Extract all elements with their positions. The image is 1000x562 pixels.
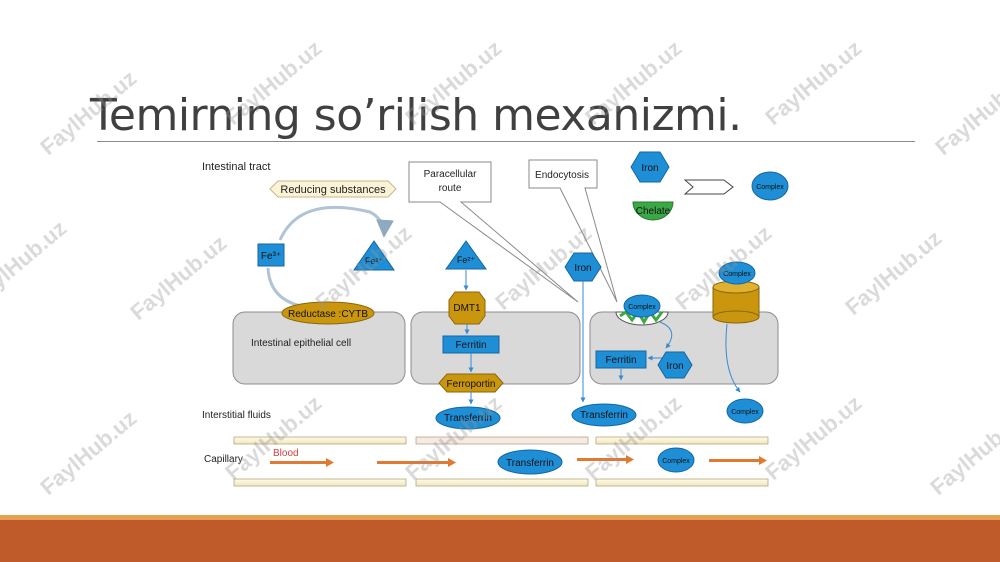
blood-label: Blood bbox=[273, 448, 299, 459]
intestinal-tract-label: Intestinal tract bbox=[202, 161, 270, 173]
dmt1-octagon bbox=[448, 291, 486, 325]
fe2-left-triangle bbox=[353, 240, 395, 271]
transporter-cylinder-bottom bbox=[712, 310, 760, 324]
capillary-label: Capillary bbox=[204, 454, 243, 465]
endocytosis-label: Endocytosis bbox=[535, 170, 589, 181]
complex-interstitial-label: Complex bbox=[731, 409, 759, 416]
fe2-mid-label: Fe²⁺ bbox=[457, 255, 476, 265]
iron-right-label: Iron bbox=[666, 361, 683, 372]
epithelial-cell-label: Intestinal epithelial cell bbox=[251, 338, 351, 349]
ferroportin-shape bbox=[438, 373, 504, 393]
complex-membrane-label: Complex bbox=[628, 304, 656, 311]
ferritin-right-label: Ferritin bbox=[605, 355, 636, 366]
capillary-band-top-2 bbox=[415, 436, 589, 445]
reductase-ellipse bbox=[281, 301, 375, 325]
reducing-substances-box bbox=[269, 180, 397, 198]
interstitial-label: Interstitial fluids bbox=[202, 410, 271, 421]
blood-arrow-3 bbox=[577, 455, 634, 464]
slide-title: Temirning so’rilish mexanizmi. bbox=[90, 90, 742, 141]
title-underline bbox=[97, 141, 915, 142]
transferrin-cap-ellipse bbox=[497, 449, 563, 475]
iron-right-hexagon bbox=[657, 351, 693, 379]
transferrin-para-label: Transferrin bbox=[580, 410, 628, 421]
transferrin-mid-label: Transferrin bbox=[444, 413, 492, 424]
capillary-band-bottom-2 bbox=[415, 478, 589, 487]
transferrin-para-ellipse bbox=[571, 403, 637, 427]
ferroportin-label: Ferroportin bbox=[447, 379, 496, 390]
endocytosis-callout bbox=[528, 159, 618, 303]
dmt1-label: DMT1 bbox=[453, 303, 481, 314]
fe2-mid-triangle bbox=[445, 240, 487, 270]
complex-cylinder-label: Complex bbox=[723, 271, 751, 278]
chelate-shape bbox=[632, 201, 674, 221]
ferritin-right-box bbox=[595, 350, 647, 369]
complex-membrane-ellipse bbox=[623, 294, 661, 318]
fe3-box bbox=[257, 243, 285, 267]
iron-top-hexagon bbox=[630, 151, 670, 183]
complex-interstitial-ellipse bbox=[726, 398, 764, 424]
reducing-substances-label: Reducing substances bbox=[280, 184, 386, 196]
reduction-arrow-top bbox=[278, 205, 394, 241]
complex-cylinder-ellipse bbox=[718, 261, 756, 285]
complex-cap-ellipse bbox=[657, 447, 695, 473]
fe2-left-label: Fe²⁺ bbox=[365, 256, 384, 266]
capillary-band-bottom-1 bbox=[233, 478, 407, 487]
capillary-band-top-1 bbox=[233, 436, 407, 445]
blood-arrow-4 bbox=[709, 456, 767, 465]
reaction-arrow bbox=[683, 179, 734, 195]
complex-top-ellipse bbox=[751, 171, 789, 201]
fe3-label: Fe³⁺ bbox=[261, 251, 281, 262]
transferrin-cap-label: Transferrin bbox=[506, 458, 554, 469]
paracellular-callout bbox=[408, 161, 579, 303]
blood-arrow-1 bbox=[270, 458, 334, 467]
iron-top-label: Iron bbox=[641, 163, 658, 174]
footer-accent-line bbox=[0, 515, 1000, 520]
reduction-arrow-bottom bbox=[266, 267, 316, 310]
paracellular-label-line2: route bbox=[439, 183, 462, 194]
complex-cap-label: Complex bbox=[662, 458, 690, 465]
complex-top-label: Complex bbox=[756, 184, 784, 191]
footer-bar bbox=[0, 520, 1000, 562]
reductase-label: Reductase :CYTB bbox=[288, 309, 368, 320]
paracellular-label-line1: Paracellular bbox=[424, 169, 477, 180]
transferrin-mid-ellipse bbox=[435, 406, 501, 430]
iron-para-label: Iron bbox=[574, 263, 591, 274]
iron-para-hexagon bbox=[564, 252, 602, 282]
capillary-band-bottom-3 bbox=[595, 478, 769, 487]
capillary-band-top-3 bbox=[595, 436, 769, 445]
blood-arrow-2 bbox=[377, 458, 456, 467]
chelate-label: Chelate bbox=[636, 206, 671, 217]
ferritin-mid-label: Ferritin bbox=[455, 340, 486, 351]
